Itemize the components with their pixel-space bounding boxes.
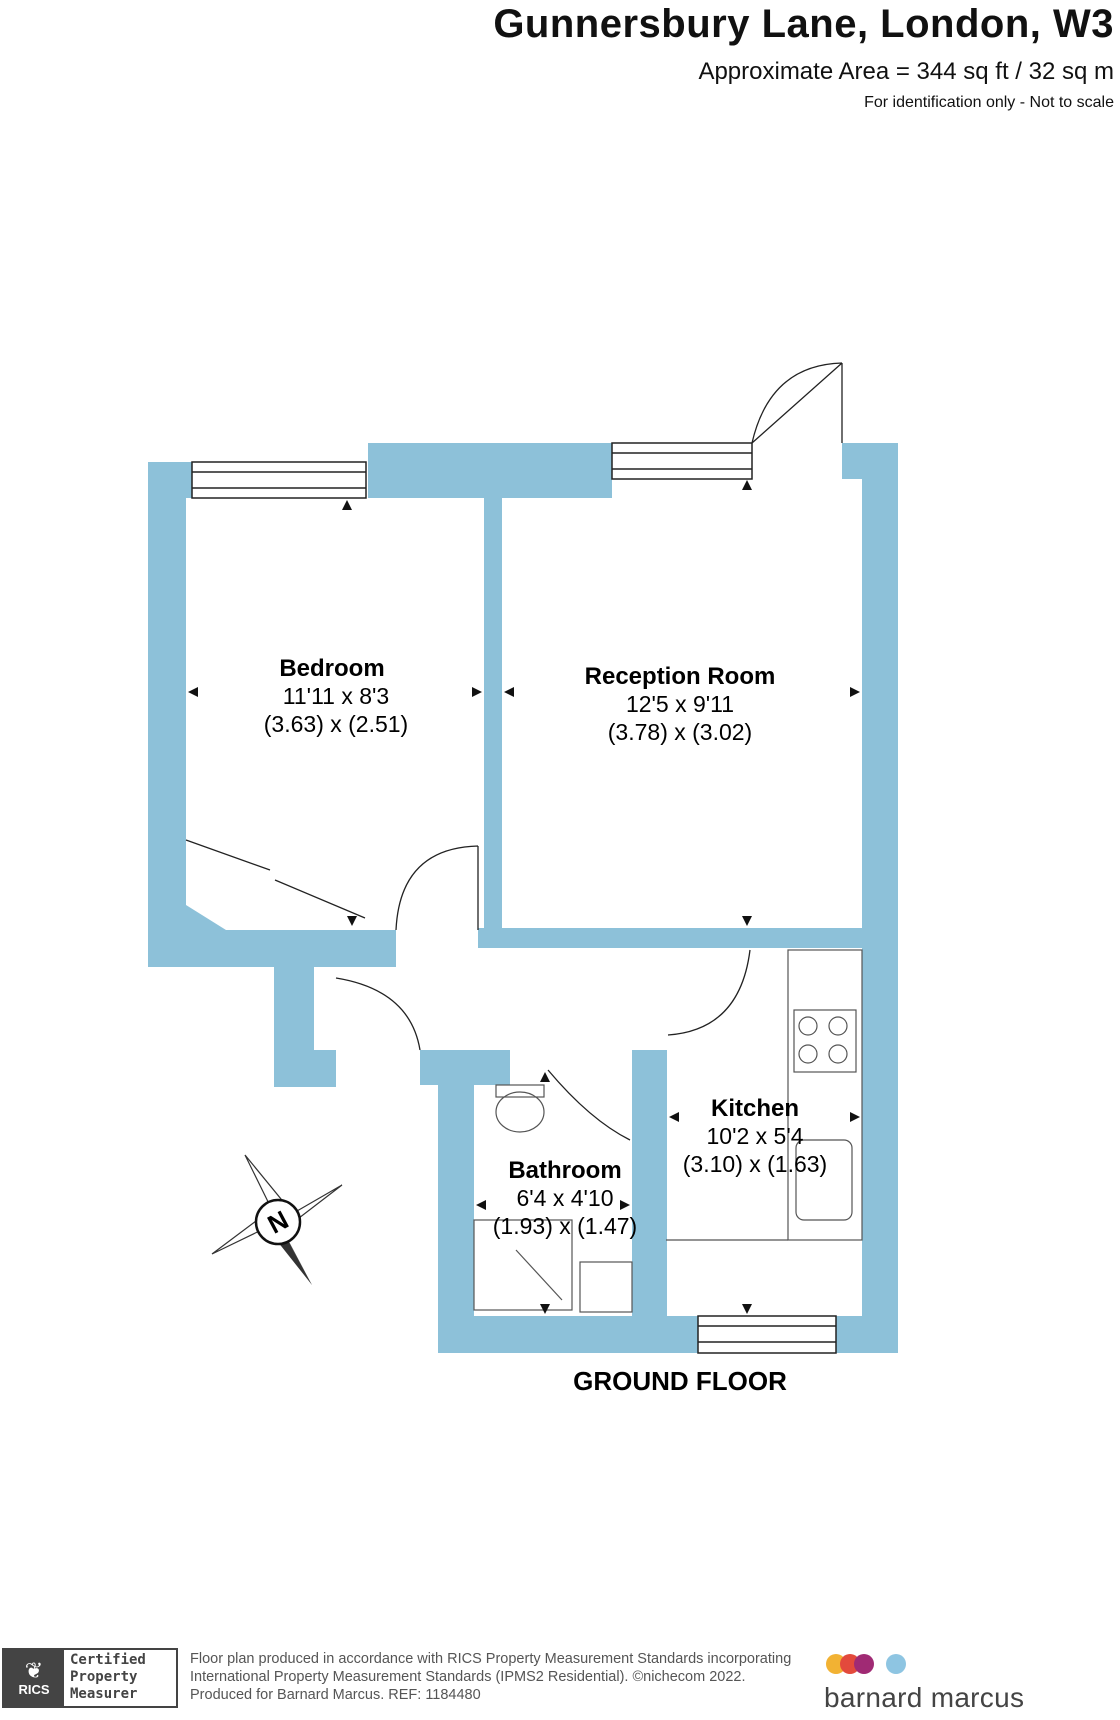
- brand-name: barnard marcus: [824, 1682, 1025, 1713]
- wall-left: [148, 462, 186, 967]
- shower-tray: [473, 1219, 573, 1311]
- window-bedroom: [191, 461, 367, 499]
- brand-dot: [854, 1654, 874, 1674]
- wall-top-b: [368, 443, 612, 498]
- room-imperial: 11'11 x 8'3: [283, 683, 389, 709]
- brand-dots-icon: [824, 1654, 1044, 1676]
- rics-logo: ❦ RICS: [4, 1650, 64, 1706]
- door-lobby: [335, 977, 421, 1051]
- hob-icon: [793, 1009, 857, 1073]
- dimension-markers: [188, 480, 860, 1314]
- door-entrance: [751, 362, 843, 444]
- room-imperial: 6'4 x 4'10: [516, 1185, 613, 1211]
- scale-note: For identification only - Not to scale: [864, 94, 1114, 111]
- footer-line: Produced for Barnard Marcus. REF: 118448…: [190, 1687, 481, 1703]
- wardrobe-slider: [185, 839, 366, 919]
- area-text: Approximate Area = 344 sq ft / 32 sq m: [698, 58, 1114, 85]
- doors: [185, 362, 843, 1141]
- rics-badge-line: Measurer: [70, 1686, 138, 1702]
- floor-label: GROUND FLOOR: [573, 1366, 787, 1396]
- wall-partition: [484, 498, 502, 946]
- room-imperial: 10'2 x 5'4: [706, 1123, 803, 1149]
- room-metric: (1.93) x (1.47): [493, 1213, 637, 1239]
- kitchen-counter: [787, 949, 863, 1241]
- door-kitchen: [667, 949, 751, 1036]
- rics-badge-line: Property: [70, 1669, 138, 1685]
- room-bathroom: Bathroom 6'4 x 4'10 (1.93) x (1.47): [493, 1157, 637, 1239]
- basin-icon: [579, 1261, 633, 1313]
- door-bedroom: [395, 845, 479, 931]
- wall-lobby-foot: [314, 1050, 336, 1087]
- wall-right: [862, 443, 898, 1353]
- compass-icon: N: [211, 1154, 343, 1285]
- wall-lobby-left: [274, 967, 314, 1087]
- room-metric: (3.63) x (2.51): [264, 711, 408, 737]
- room-name: Bedroom: [279, 655, 384, 682]
- fixtures: [473, 949, 863, 1313]
- wall-bottom-a: [438, 1316, 698, 1353]
- sink-icon: [795, 1139, 853, 1221]
- window-kitchen: [697, 1315, 837, 1354]
- page-title: Gunnersbury Lane, London, W3: [493, 2, 1114, 46]
- room-imperial: 12'5 x 9'11: [626, 691, 734, 717]
- footer-line: International Property Measurement Stand…: [190, 1669, 746, 1685]
- room-metric: (3.10) x (1.63): [683, 1151, 827, 1177]
- room-metric: (3.78) x (3.02): [608, 719, 752, 745]
- wall-bath-left: [438, 1085, 474, 1353]
- brand-dot: [886, 1654, 906, 1674]
- wall-bedroom-bottom: [148, 930, 396, 967]
- door-bathroom: [547, 1069, 631, 1141]
- rics-certification: Certified Property Measurer: [64, 1650, 146, 1706]
- toilet-icon: [495, 1091, 545, 1133]
- wall-bottom-b: [836, 1316, 898, 1353]
- walls: [148, 443, 898, 1353]
- brand-logo: barnard marcus: [824, 1654, 1044, 1714]
- room-name: Reception Room: [585, 663, 776, 690]
- rics-crest-icon: ❦: [24, 1657, 44, 1683]
- wall-bedroom-corner: [186, 905, 226, 930]
- footer-disclaimer: Floor plan produced in accordance with R…: [190, 1650, 830, 1704]
- room-kitchen: Kitchen 10'2 x 5'4 (3.10) x (1.63): [683, 1095, 827, 1177]
- room-bedroom: Bedroom 11'11 x 8'3 (3.63) x (2.51): [264, 655, 408, 737]
- rics-badge-line: Certified: [70, 1652, 146, 1668]
- room-name: Bathroom: [508, 1157, 621, 1184]
- room-name: Kitchen: [711, 1095, 799, 1122]
- wall-kitchen-left: [632, 1050, 667, 1320]
- wall-reception-bottom: [478, 928, 862, 948]
- windows: [191, 442, 837, 1354]
- rics-logo-text: RICS: [18, 1681, 50, 1697]
- footer-line: Floor plan produced in accordance with R…: [190, 1651, 792, 1667]
- room-reception: Reception Room 12'5 x 9'11 (3.78) x (3.0…: [585, 663, 776, 745]
- rics-badge: ❦ RICS Certified Property Measurer: [2, 1648, 178, 1708]
- wall-top-a: [148, 462, 192, 498]
- window-reception: [611, 442, 753, 480]
- wall-bath-top: [420, 1050, 510, 1085]
